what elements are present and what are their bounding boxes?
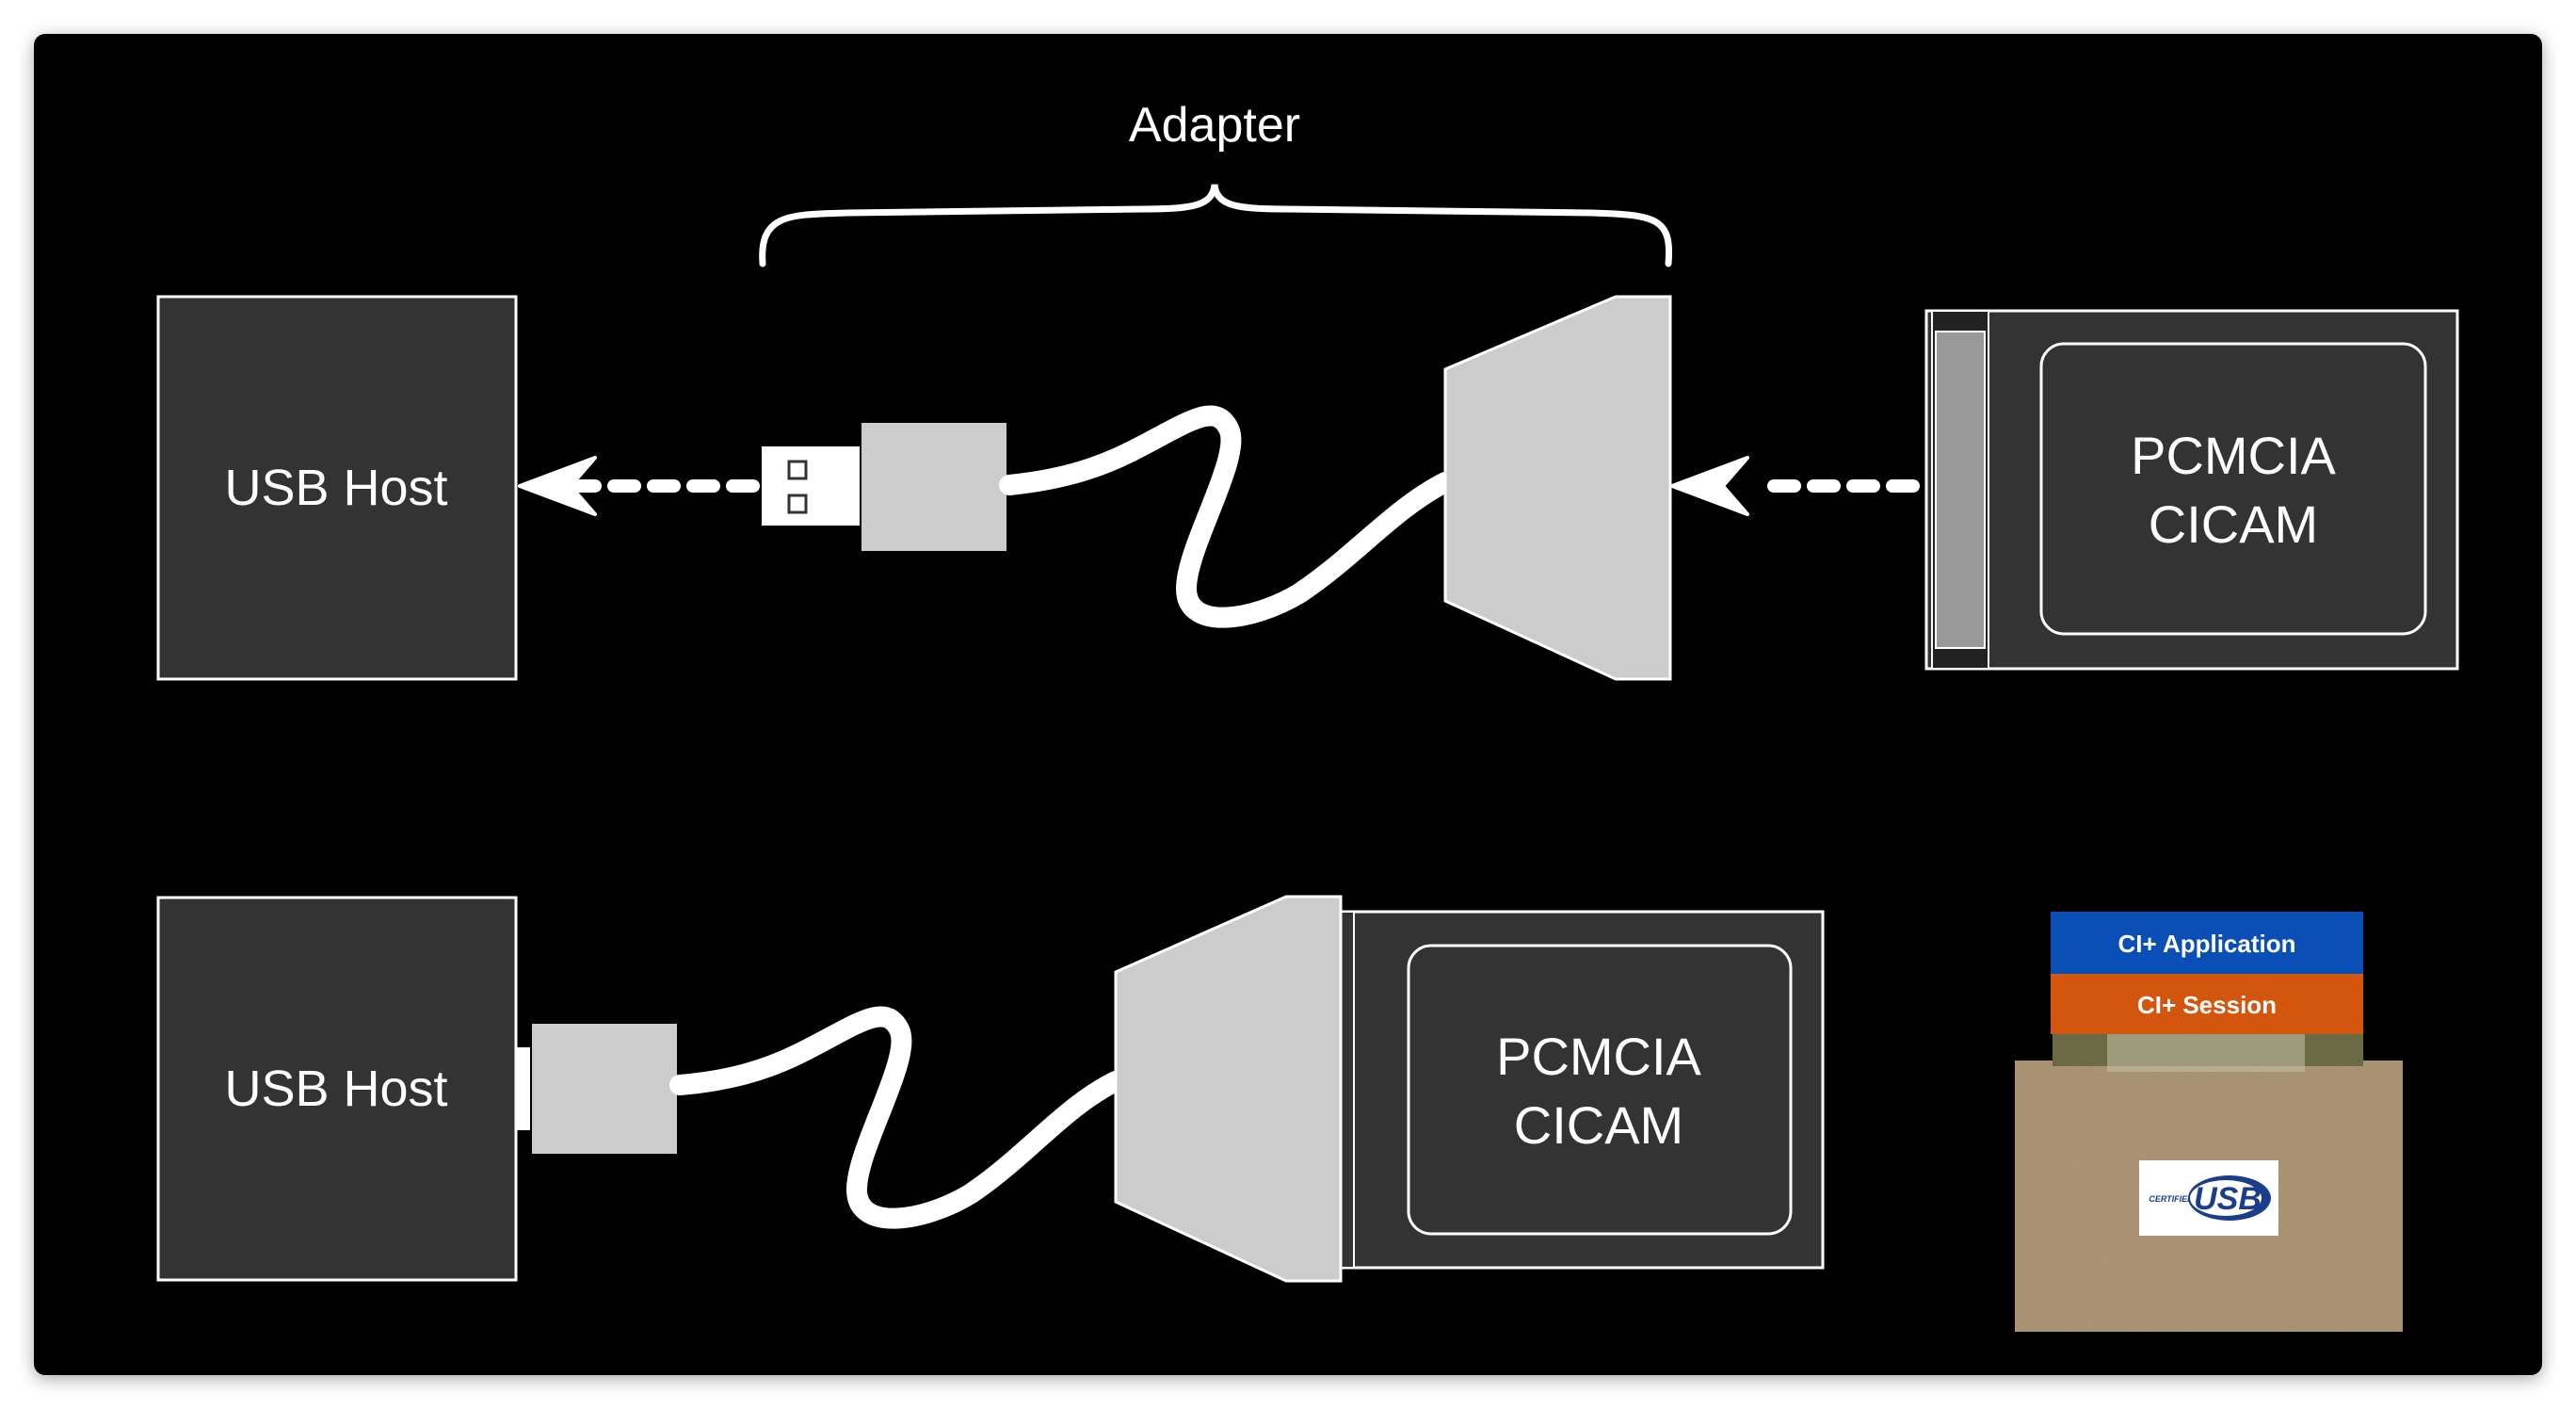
cicam-label-panel-top bbox=[2039, 342, 2427, 636]
cicam-label-top-line2: CICAM bbox=[2149, 494, 2318, 554]
usb-logo-text: USB bbox=[2194, 1181, 2262, 1217]
usb-a-plug-tip bbox=[760, 445, 861, 527]
usb-a-pin-lower bbox=[787, 494, 808, 514]
usb-host-label-bottom: USB Host bbox=[224, 1061, 447, 1117]
usb-cable-top bbox=[999, 405, 1456, 628]
ci-plus-application-layer bbox=[2051, 912, 2363, 974]
ci-plus-application-label: CI+ Application bbox=[2118, 930, 2296, 958]
usb-host-box-top bbox=[156, 295, 518, 681]
cicam-label-bottom-line2: CICAM bbox=[1514, 1095, 1683, 1155]
usb-a-pin-upper bbox=[787, 460, 808, 480]
cicam-card-edge-bottom bbox=[1340, 911, 1355, 1269]
ci-plus-session-label: CI+ Session bbox=[2137, 991, 2277, 1019]
arrowhead-to-adapter bbox=[1670, 456, 1749, 516]
cicam-card-contacts-top bbox=[1935, 331, 1986, 649]
usb-connector-body-bottom bbox=[530, 1022, 679, 1156]
adapter-brace bbox=[759, 184, 1673, 267]
ci-plus-session-layer bbox=[2051, 974, 2363, 1034]
usb-plug-inserted-bottom bbox=[516, 1047, 531, 1130]
tape-highlight bbox=[2107, 1030, 2305, 1072]
usb-logo-certified-text: CERTIFIED bbox=[2149, 1194, 2194, 1204]
adapter-label: Adapter bbox=[1129, 98, 1300, 153]
usb-certified-logo: CERTIFIED USB bbox=[2139, 1160, 2278, 1236]
cicam-label-top-line1: PCMCIA bbox=[2131, 426, 2336, 485]
pcmcia-adapter-housing-bottom bbox=[1114, 895, 1343, 1283]
usb-connector-body-top bbox=[860, 421, 1008, 553]
cicam-label-panel-bottom bbox=[1407, 944, 1793, 1236]
usb-host-box-bottom bbox=[156, 896, 518, 1282]
arrowhead-to-host bbox=[518, 456, 597, 516]
pcmcia-adapter-housing-top bbox=[1443, 295, 1672, 681]
cicam-label-bottom-line1: PCMCIA bbox=[1496, 1027, 1701, 1086]
usb-host-label-top: USB Host bbox=[224, 460, 447, 516]
usb-cable-bottom bbox=[669, 1006, 1126, 1229]
